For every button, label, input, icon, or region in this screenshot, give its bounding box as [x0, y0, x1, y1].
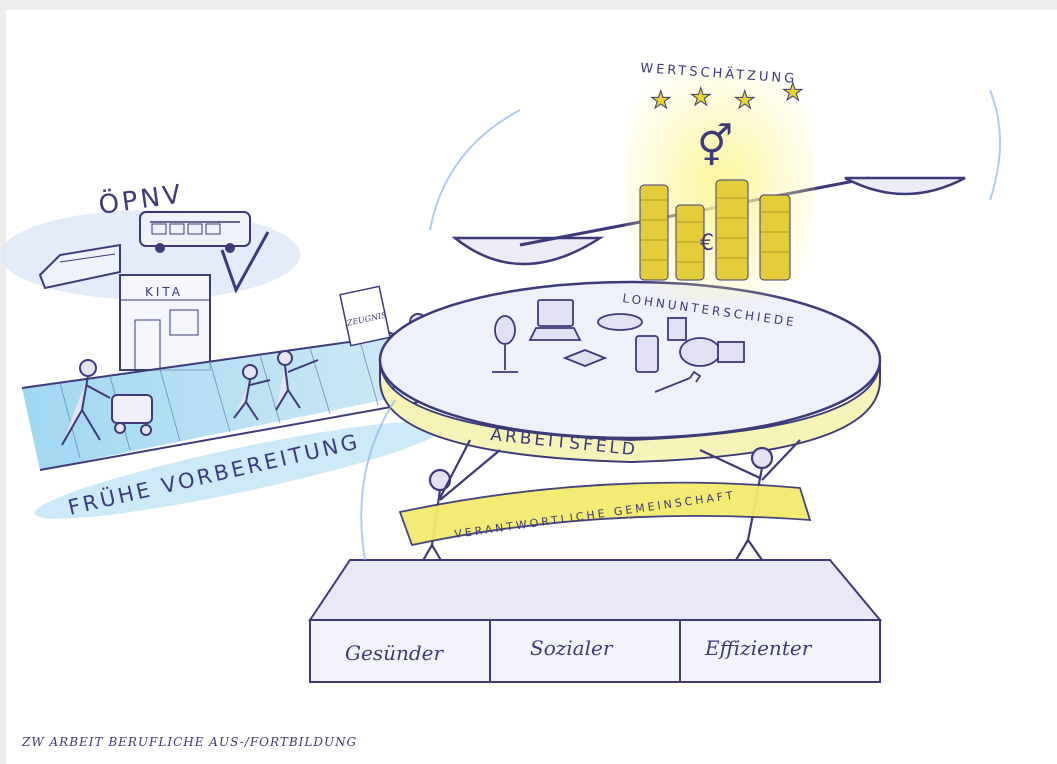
kita-building [119, 274, 211, 371]
pedestal-sozialer: Sozialer [530, 636, 614, 660]
oepnv-scene: ÖPNV KITA [0, 177, 300, 371]
chair-icon [492, 315, 518, 373]
pedestal-gesuender: Gesünder [345, 641, 444, 665]
star-icon: ★ [734, 86, 756, 114]
workplace-objects [492, 299, 745, 393]
euro-icon: € [700, 231, 714, 256]
stars-row: ★ ★ ★ ★ [650, 78, 805, 115]
arbeitsfeld-disc [378, 280, 882, 464]
tram-icon [38, 243, 121, 290]
graduation-cap-icon [562, 349, 608, 367]
zeugnis-document: ZEUGNIS [339, 285, 391, 347]
star-icon: ★ [650, 86, 672, 114]
wrench-icon [654, 370, 702, 393]
tablet-icon [635, 335, 659, 373]
pedestal-effizienter: Effizienter [704, 636, 813, 660]
star-icon: ★ [782, 78, 804, 106]
checkmark-icon [220, 231, 270, 294]
bus-icon [139, 211, 251, 253]
kita-label: KITA [145, 285, 183, 299]
laptop-icon [528, 299, 582, 341]
gender-symbol-icon: ⚥ [697, 123, 733, 170]
pedestal [308, 559, 883, 683]
motion-arcs [360, 89, 1001, 561]
coin-stacks: € ⚥ [625, 70, 815, 300]
gemeinschaft-ribbon [398, 481, 812, 547]
star-icon: ★ [690, 83, 712, 111]
bottom-caption: ZW ARBEIT BERUFLICHE AUS-/FORTBILDUNG [21, 735, 357, 749]
